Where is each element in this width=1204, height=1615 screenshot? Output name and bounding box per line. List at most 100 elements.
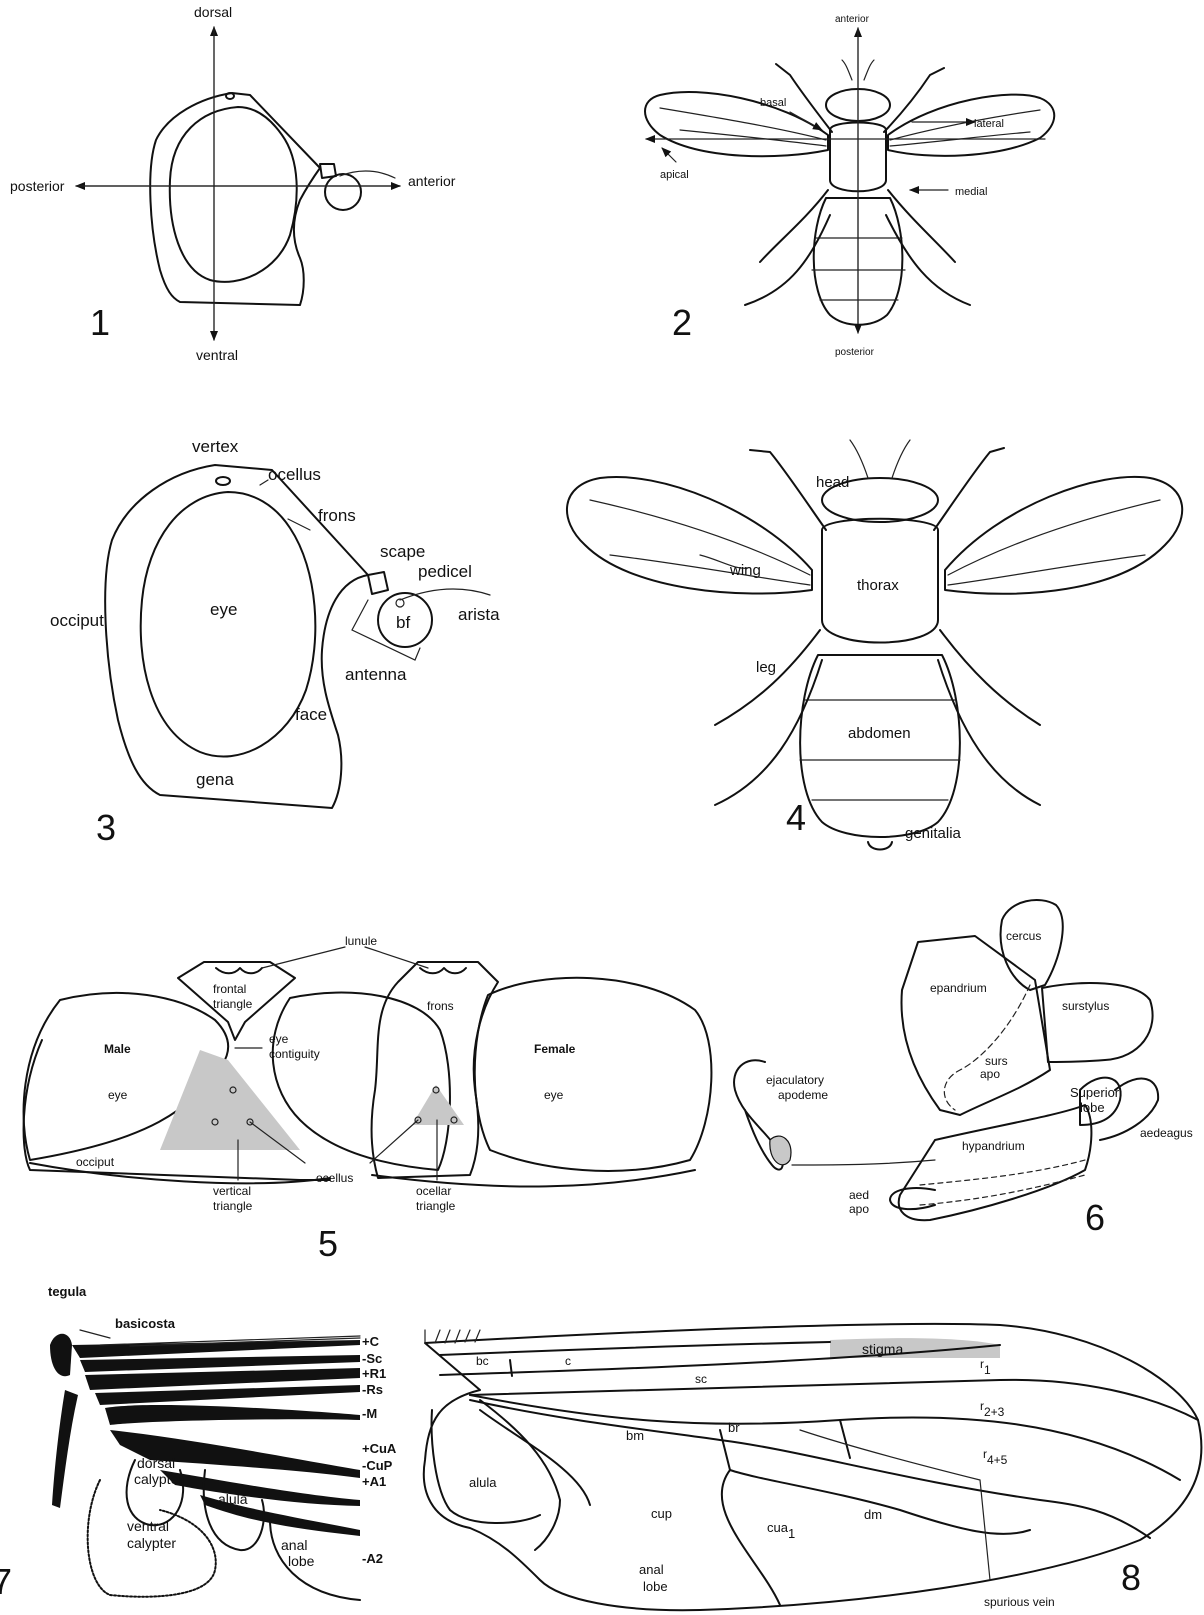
- right-wing: [945, 477, 1182, 594]
- label-c: c: [565, 1354, 571, 1368]
- cup-vein: [160, 1470, 360, 1506]
- label-vertical-triangle: triangle: [213, 1199, 253, 1213]
- label-tegula: tegula: [48, 1284, 87, 1299]
- male-lunule: [216, 968, 262, 973]
- female-frons-outline: [372, 962, 498, 1178]
- label-r45: r4+5: [983, 1447, 1008, 1467]
- figure-8-wing-cells: stigma bc c sc r1 r2+3 r4+5 bm br alula …: [424, 1324, 1202, 1610]
- figure-number-3: 3: [96, 807, 116, 848]
- alula-outline: [432, 1410, 540, 1523]
- spurious-vein-pointer: [800, 1430, 990, 1580]
- label-br: br: [728, 1420, 740, 1435]
- label-bc: bc: [476, 1354, 489, 1368]
- label-dm: dm: [864, 1507, 882, 1522]
- figure-1-head-orientation: dorsal ventral posterior anterior 1: [10, 4, 456, 363]
- surstylus-apodeme: [944, 985, 1030, 1110]
- basicosta-pointer: [80, 1330, 110, 1338]
- label-pedicel: pedicel: [418, 562, 472, 581]
- label-stigma: stigma: [862, 1341, 903, 1357]
- figure-number-4: 4: [786, 797, 806, 838]
- vein-label: -A2: [362, 1551, 383, 1566]
- ejaculatory-duct: [792, 1160, 935, 1165]
- label-anal-1: anal: [281, 1537, 307, 1553]
- label-dorsal-calypter-2: calypter: [134, 1471, 183, 1487]
- label-ocellar: ocellar: [416, 1184, 451, 1198]
- label-frontal-triangle: triangle: [213, 997, 253, 1011]
- label-anal-lobe: lobe: [643, 1579, 668, 1594]
- abdomen: [800, 655, 960, 837]
- m-vein: [105, 1405, 360, 1425]
- cup-vein: [480, 1410, 590, 1505]
- epandrium: [901, 936, 1050, 1115]
- label-occiput: occiput: [76, 1155, 115, 1169]
- figure-7-wing-base: tegula basicosta dorsal calypter alula v…: [0, 1284, 397, 1602]
- label-aed-apo: apo: [849, 1202, 869, 1216]
- head-outline: [150, 93, 320, 305]
- figure-number-8: 8: [1121, 1557, 1141, 1598]
- figure-5-frons-male-female: lunule frontal triangle frons Male Femal…: [24, 934, 712, 1264]
- label-alula: alula: [218, 1491, 248, 1507]
- label-medial: medial: [955, 186, 987, 198]
- label-genitalia: genitalia: [905, 825, 962, 842]
- ocellus: [226, 93, 234, 99]
- label-r1: r1: [980, 1357, 991, 1377]
- leg-mid-right: [940, 630, 1040, 725]
- figure-number-7: 7: [0, 1561, 12, 1602]
- label-cercus: cercus: [1006, 929, 1041, 943]
- figure-2-fly-orientation: anterior posterior basal lateral apical …: [645, 14, 1054, 358]
- label-scape: scape: [380, 542, 425, 561]
- label-female: Female: [534, 1042, 576, 1056]
- label-frontal: frontal: [213, 982, 246, 996]
- label-arista: arista: [458, 605, 500, 624]
- vein-label: +R1: [362, 1366, 386, 1381]
- label-anal-1: anal: [639, 1562, 664, 1577]
- label-cua: cua1: [767, 1520, 795, 1541]
- label-anal-lobe: lobe: [288, 1553, 315, 1569]
- sc-vein: [440, 1342, 830, 1355]
- label-superior-lobe: lobe: [1080, 1100, 1105, 1115]
- label-frons: frons: [318, 506, 356, 525]
- label-occiput: occiput: [50, 611, 104, 630]
- hypandrium: [899, 1105, 1092, 1220]
- label-cup: cup: [651, 1506, 672, 1521]
- label-superior: Superior: [1070, 1085, 1120, 1100]
- m-vein: [470, 1400, 1150, 1538]
- abdomen-segments: [800, 700, 960, 800]
- label-vertical: vertical: [213, 1184, 251, 1198]
- label-posterior: posterior: [10, 178, 65, 194]
- label-eye-contiguity-1: eye: [269, 1032, 289, 1046]
- ejaculatory-sac: [770, 1136, 791, 1165]
- r-m-crossvein: [720, 1430, 730, 1470]
- male-eye-right: [273, 993, 450, 1170]
- label-surstylus: surstylus: [1062, 999, 1109, 1013]
- label-anterior: anterior: [408, 173, 456, 189]
- label-ejaculatory: ejaculatory: [766, 1073, 824, 1087]
- label-dorsal-calypter-1: dorsal: [137, 1455, 175, 1471]
- label-head: head: [816, 474, 849, 491]
- label-lunule: lunule: [345, 934, 377, 948]
- label-basicosta: basicosta: [115, 1316, 176, 1331]
- figure-number-1: 1: [90, 302, 110, 343]
- vein-label: +C: [362, 1334, 380, 1349]
- figure-number-2: 2: [672, 302, 692, 343]
- label-frons: frons: [427, 999, 454, 1013]
- figure-number-6: 6: [1085, 1197, 1105, 1238]
- label-ocellar-triangle: triangle: [416, 1199, 456, 1213]
- male-vertical-triangle: [160, 1050, 300, 1150]
- vein-label-list: +C-Sc+R1-Rs-M+CuA-CuP+A1-A2: [362, 1334, 397, 1566]
- label-bm: bm: [626, 1428, 644, 1443]
- vein-label: -CuP: [362, 1458, 393, 1473]
- female-eye-right: [475, 978, 712, 1171]
- vein-label: +A1: [362, 1474, 386, 1489]
- label-spurious-vein: spurious vein: [984, 1595, 1055, 1609]
- label-aed: aed: [849, 1188, 869, 1202]
- label-apical: apical: [660, 169, 689, 181]
- female-lunule: [420, 968, 466, 973]
- label-eye-female: eye: [544, 1088, 564, 1102]
- label-surs-apo: apo: [980, 1067, 1000, 1081]
- label-leg: leg: [756, 659, 776, 676]
- genitalia: [868, 842, 892, 850]
- ocellus-pointer: [260, 480, 268, 485]
- figure-number-5: 5: [318, 1223, 338, 1264]
